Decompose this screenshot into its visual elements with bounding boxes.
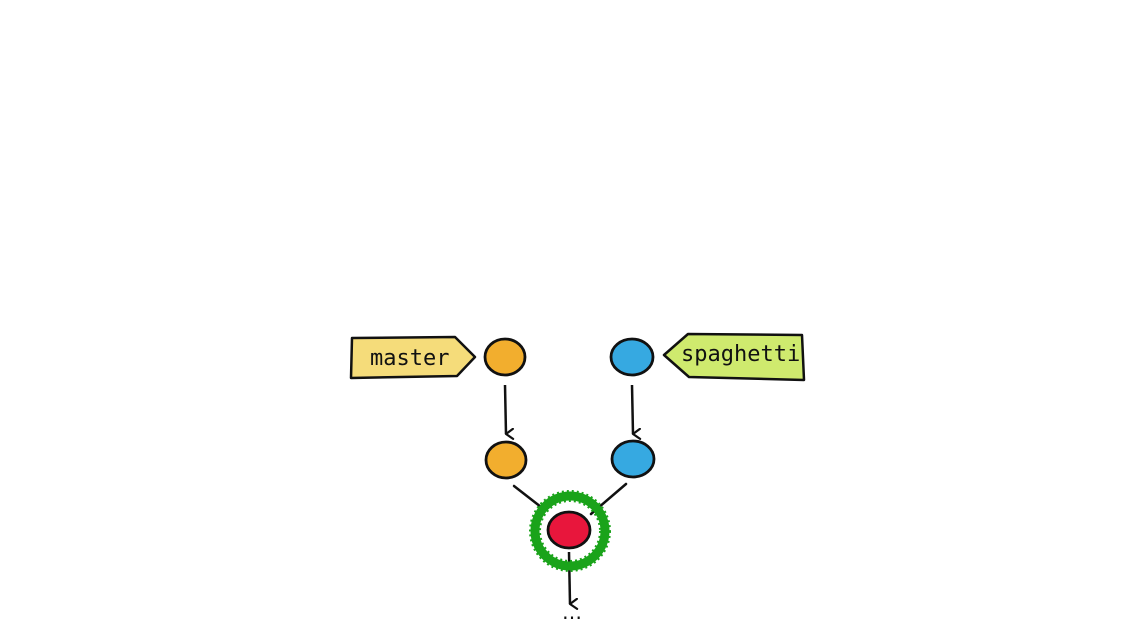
master-parent-commit bbox=[484, 440, 528, 480]
merge-commit bbox=[546, 510, 592, 550]
spaghetti-parent-arrow bbox=[630, 384, 633, 434]
master-branch-tag: master bbox=[349, 335, 477, 380]
spaghetti-branch-tag: spaghetti bbox=[662, 332, 806, 382]
spaghetti-head-commit bbox=[609, 337, 655, 377]
master-parent-arrow bbox=[503, 384, 506, 434]
master-merge-edge bbox=[512, 484, 543, 509]
continuation-ellipsis: … bbox=[562, 600, 582, 624]
spaghetti-tag-shape bbox=[662, 332, 806, 382]
merge-highlight-ring bbox=[529, 490, 611, 572]
master-tag-shape bbox=[349, 335, 477, 380]
merge-continuation-arrow bbox=[567, 551, 570, 604]
spaghetti-label: spaghetti bbox=[681, 342, 800, 367]
master-label: master bbox=[370, 346, 449, 371]
spaghetti-parent-commit bbox=[610, 439, 656, 479]
master-head-commit bbox=[483, 337, 527, 377]
